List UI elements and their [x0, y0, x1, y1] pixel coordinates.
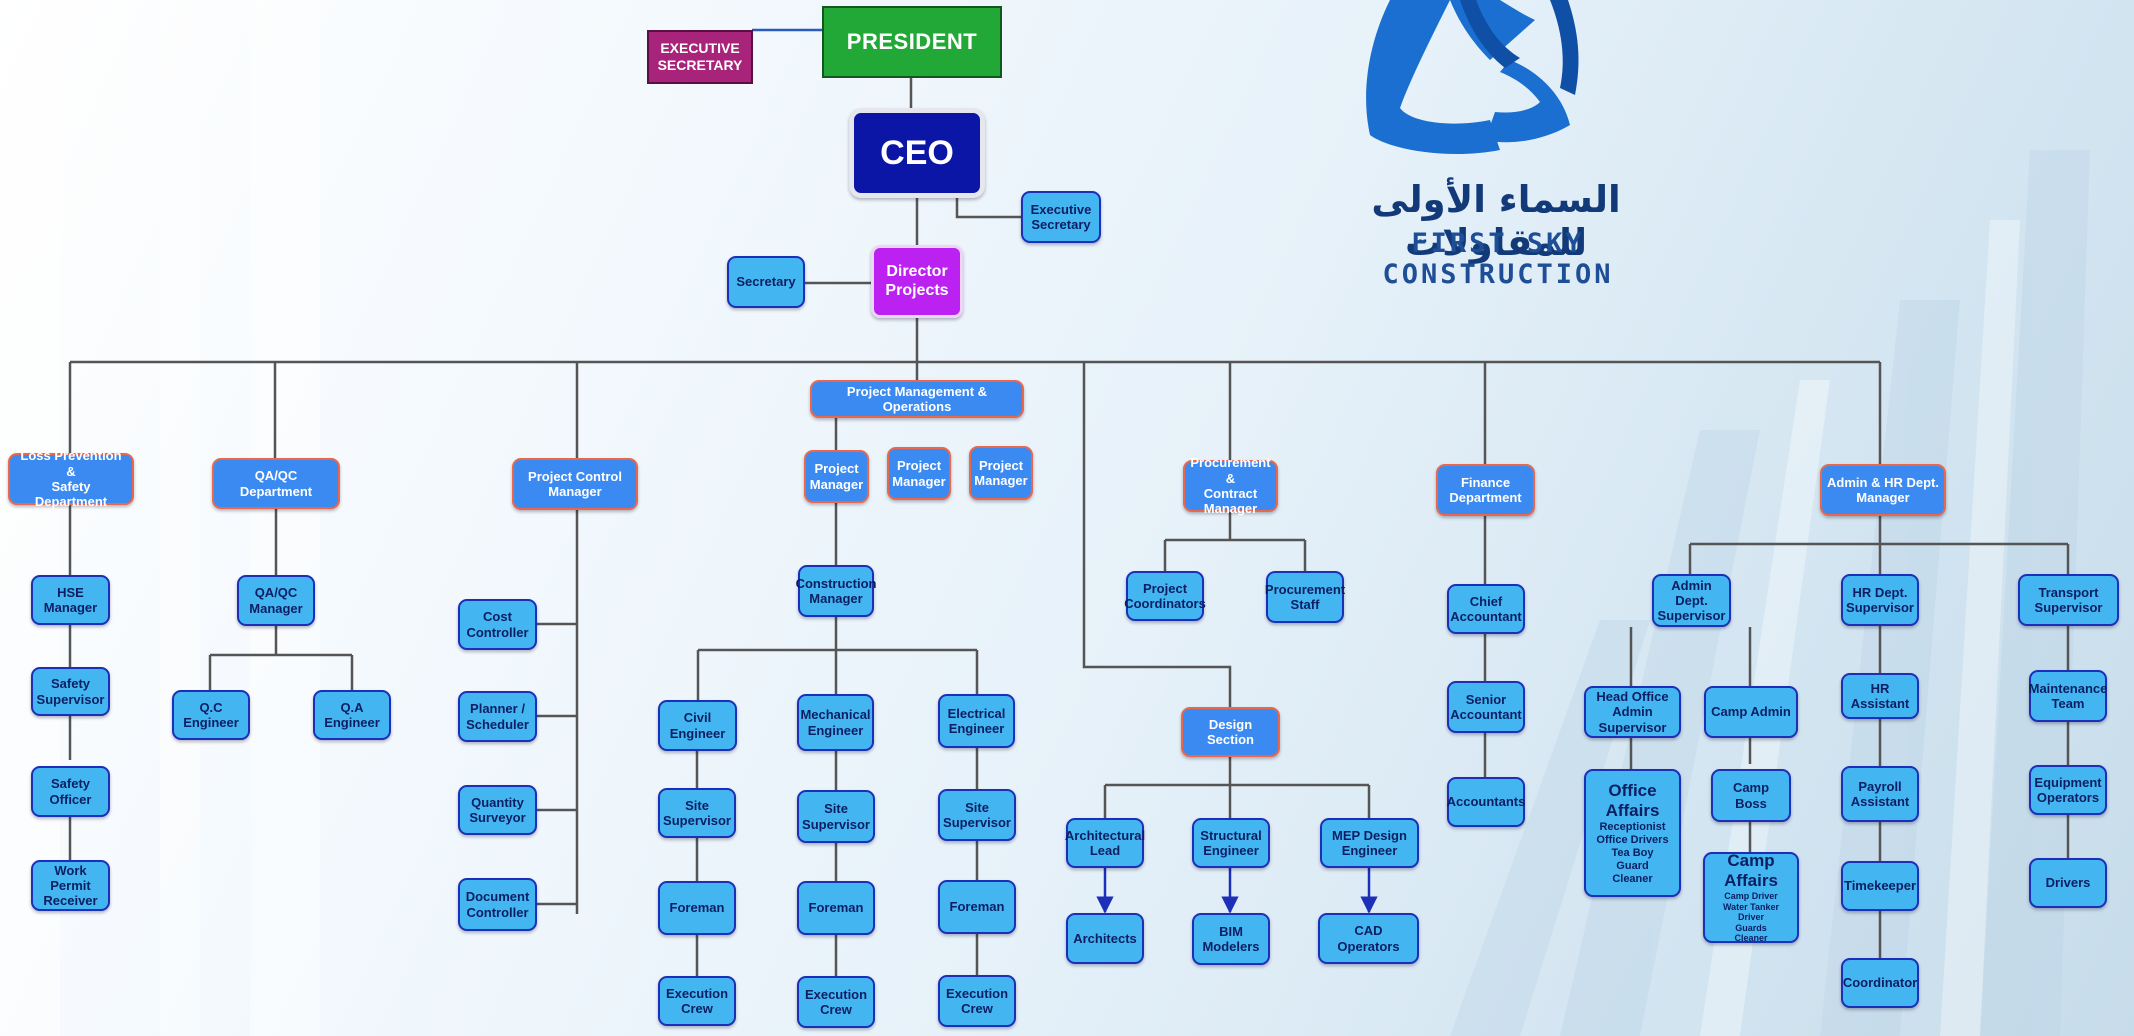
timekeeper-box: Timekeeper [1841, 861, 1919, 911]
company-name-arabic: السماء الأولى للمقاولات [1371, 178, 1621, 264]
foreman-civil-box: Foreman [658, 881, 736, 935]
planner-scheduler-box: Planner /Scheduler [458, 691, 537, 742]
accountants-box: Accountants [1447, 777, 1525, 827]
cad-operators-box: CAD Operators [1318, 913, 1419, 964]
company-logo-icon [1366, 0, 1579, 155]
secretary-box: Secretary [727, 256, 805, 308]
coordinator-box: Coordinator [1841, 958, 1919, 1008]
qc-engineer-box: Q.C Engineer [172, 690, 250, 740]
camp-boss-box: Camp Boss [1711, 769, 1791, 822]
procurement-dept-box: Procurement &Contract Manager [1183, 455, 1278, 516]
ceo-box: CEO [849, 108, 985, 198]
admin-hr-dept-box: Admin & HR Dept.Manager [1820, 464, 1946, 516]
foreman-elec-box: Foreman [938, 880, 1016, 934]
qa-engineer-box: Q.A Engineer [313, 690, 391, 740]
loss-prevention-dept-box: Loss Prevention &Safety Department [8, 448, 134, 509]
hr-dept-supervisor-box: HR Dept.Supervisor [1841, 574, 1919, 626]
pmo-dept-box: Project Management & Operations [810, 380, 1024, 418]
design-section-box: Design Section [1181, 707, 1280, 757]
safety-officer-box: Safety Officer [31, 766, 110, 817]
office-affairs-box: Office Affairs Receptionist Office Drive… [1584, 769, 1681, 897]
drivers-box: Drivers [2029, 858, 2107, 908]
camp-admin-box: Camp Admin [1704, 686, 1798, 738]
civil-engineer-box: Civil Engineer [658, 700, 737, 751]
bim-modelers-box: BIM Modelers [1192, 913, 1270, 965]
hse-manager-box: HSE Manager [31, 575, 110, 625]
camp-affairs-box: Camp Affairs Camp Driver Water Tanker Dr… [1703, 851, 1799, 943]
architects-box: Architects [1066, 913, 1144, 964]
admin-dept-supervisor-box: Admin Dept.Supervisor [1652, 574, 1731, 627]
president-box: PRESIDENT [822, 6, 1002, 78]
company-name-english: FIRST SKY CONSTRUCTION [1382, 228, 1614, 290]
qaqc-dept-box: QA/QC Department [212, 458, 340, 509]
foreman-mech-box: Foreman [797, 881, 875, 935]
hr-assistant-box: HR Assistant [1841, 673, 1919, 719]
